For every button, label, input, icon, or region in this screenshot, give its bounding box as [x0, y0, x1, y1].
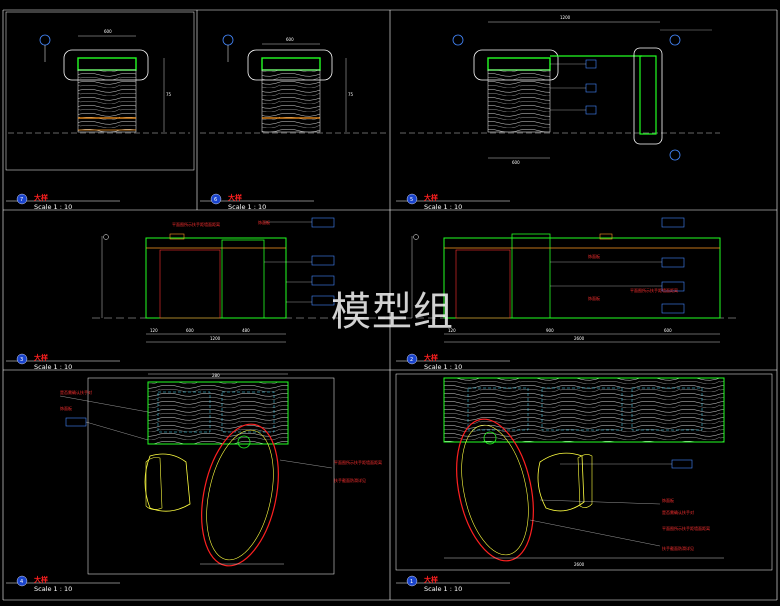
view-3-number: 3: [20, 357, 23, 363]
view-2-scale: Scale 1 : 10: [424, 363, 462, 371]
view-5-bottom-dim: 600: [512, 160, 520, 165]
title-bar-view-7: 7 大样 Scale 1 : 10: [6, 193, 120, 211]
view-4-scale: Scale 1 : 10: [34, 585, 72, 593]
view-5-title: 大样: [424, 193, 438, 202]
view-6-title: 大样: [228, 193, 242, 202]
view-7-number: 7: [20, 197, 23, 203]
view-7-elevation: 600 75: [5, 11, 195, 171]
view-3-elevation: 平面图所示扶手距墙面距离 饰面板 120 600 480 1200: [92, 217, 385, 343]
view-3-seg-1: 120: [150, 328, 158, 333]
view-1-title: 大样: [424, 575, 438, 584]
view-1-number: 1: [410, 579, 413, 585]
title-bar-view-1: 1 大样 Scale 1 : 10: [396, 575, 510, 593]
view-2-number: 2: [410, 357, 413, 363]
title-bar-view-3: 3 大样 Scale 1 : 10: [6, 353, 120, 371]
watermark-text: 模型组: [331, 289, 454, 335]
view-2-title: 大样: [424, 353, 438, 362]
view-7-side-dim: 75: [166, 92, 172, 97]
svg-text:饰面板: 饰面板: [588, 253, 600, 259]
view-6-number: 6: [214, 197, 217, 203]
svg-text:平面图所示扶手距墙面距离: 平面图所示扶手距墙面距离: [630, 287, 678, 293]
svg-text:平面图所示扶手距墙面距离: 平面图所示扶手距墙面距离: [172, 221, 220, 227]
svg-text:饰面板: 饰面板: [258, 219, 270, 225]
view-6-scale: Scale 1 : 10: [228, 203, 266, 211]
sheet-frame: [2, 9, 778, 601]
view-1-scale: Scale 1 : 10: [424, 585, 462, 593]
view-7-title: 大样: [34, 193, 48, 202]
svg-text:扶手截面防滑详见: 扶手截面防滑详见: [662, 545, 694, 551]
view-4-title: 大样: [34, 575, 48, 584]
view-6-top-dim: 600: [286, 37, 294, 42]
view-1-plan: 饰面板 是否需确认扶手对 平面图所示扶手距墙面距离 扶手截面防滑详见 2600: [395, 373, 773, 571]
view-2-elevation: 饰面板 平面图所示扶手距墙面距离 饰面板 120 900 600 2600: [404, 217, 740, 343]
svg-text:饰面板: 饰面板: [60, 405, 72, 411]
svg-text:扶手截面防滑详见: 扶手截面防滑详见: [334, 477, 366, 483]
view-5-elevation: 1200 600: [400, 15, 720, 165]
view-2-seg-3: 600: [664, 328, 672, 333]
title-bar-view-5: 5 大样 Scale 1 : 10: [396, 193, 510, 211]
title-bar-view-6: 6 大样 Scale 1 : 10: [200, 193, 314, 211]
view-2-bottom-dim: 2600: [574, 336, 585, 341]
view-5-top-dim: 1200: [560, 15, 571, 20]
view-2-seg-1: 120: [448, 328, 456, 333]
view-1-bottom-dim: 2600: [574, 562, 585, 567]
svg-text:是否需确认扶手对: 是否需确认扶手对: [60, 389, 92, 395]
view-6-elevation: 600 75: [200, 34, 388, 134]
svg-text:是否需确认扶手对: 是否需确认扶手对: [662, 509, 694, 515]
view-4-plan: 是否需确认扶手对 饰面板 平面图所示扶手距墙面距离 扶手截面防滑详见 280: [59, 373, 382, 575]
view-4-number: 4: [20, 579, 23, 585]
view-5-scale: Scale 1 : 10: [424, 203, 462, 211]
svg-text:平面图所示扶手距墙面距离: 平面图所示扶手距墙面距离: [334, 459, 382, 465]
view-6-side-dim: 75: [348, 92, 354, 97]
view-3-bottom-dim: 1200: [210, 336, 221, 341]
svg-text:平面图所示扶手距墙面距离: 平面图所示扶手距墙面距离: [662, 525, 710, 531]
svg-text:饰面板: 饰面板: [588, 295, 600, 301]
view-3-scale: Scale 1 : 10: [34, 363, 72, 371]
view-3-seg-2: 600: [186, 328, 194, 333]
title-bar-view-2: 2 大样 Scale 1 : 10: [396, 353, 510, 371]
view-4-top-dim: 280: [212, 373, 220, 378]
view-2-seg-2: 900: [546, 328, 554, 333]
title-bar-view-4: 4 大样 Scale 1 : 10: [6, 575, 120, 593]
view-3-seg-3: 480: [242, 328, 250, 333]
view-7-scale: Scale 1 : 10: [34, 203, 72, 211]
svg-text:饰面板: 饰面板: [662, 497, 674, 503]
view-7-top-dim: 600: [104, 29, 112, 34]
view-3-title: 大样: [34, 353, 48, 362]
view-5-number: 5: [410, 197, 413, 203]
